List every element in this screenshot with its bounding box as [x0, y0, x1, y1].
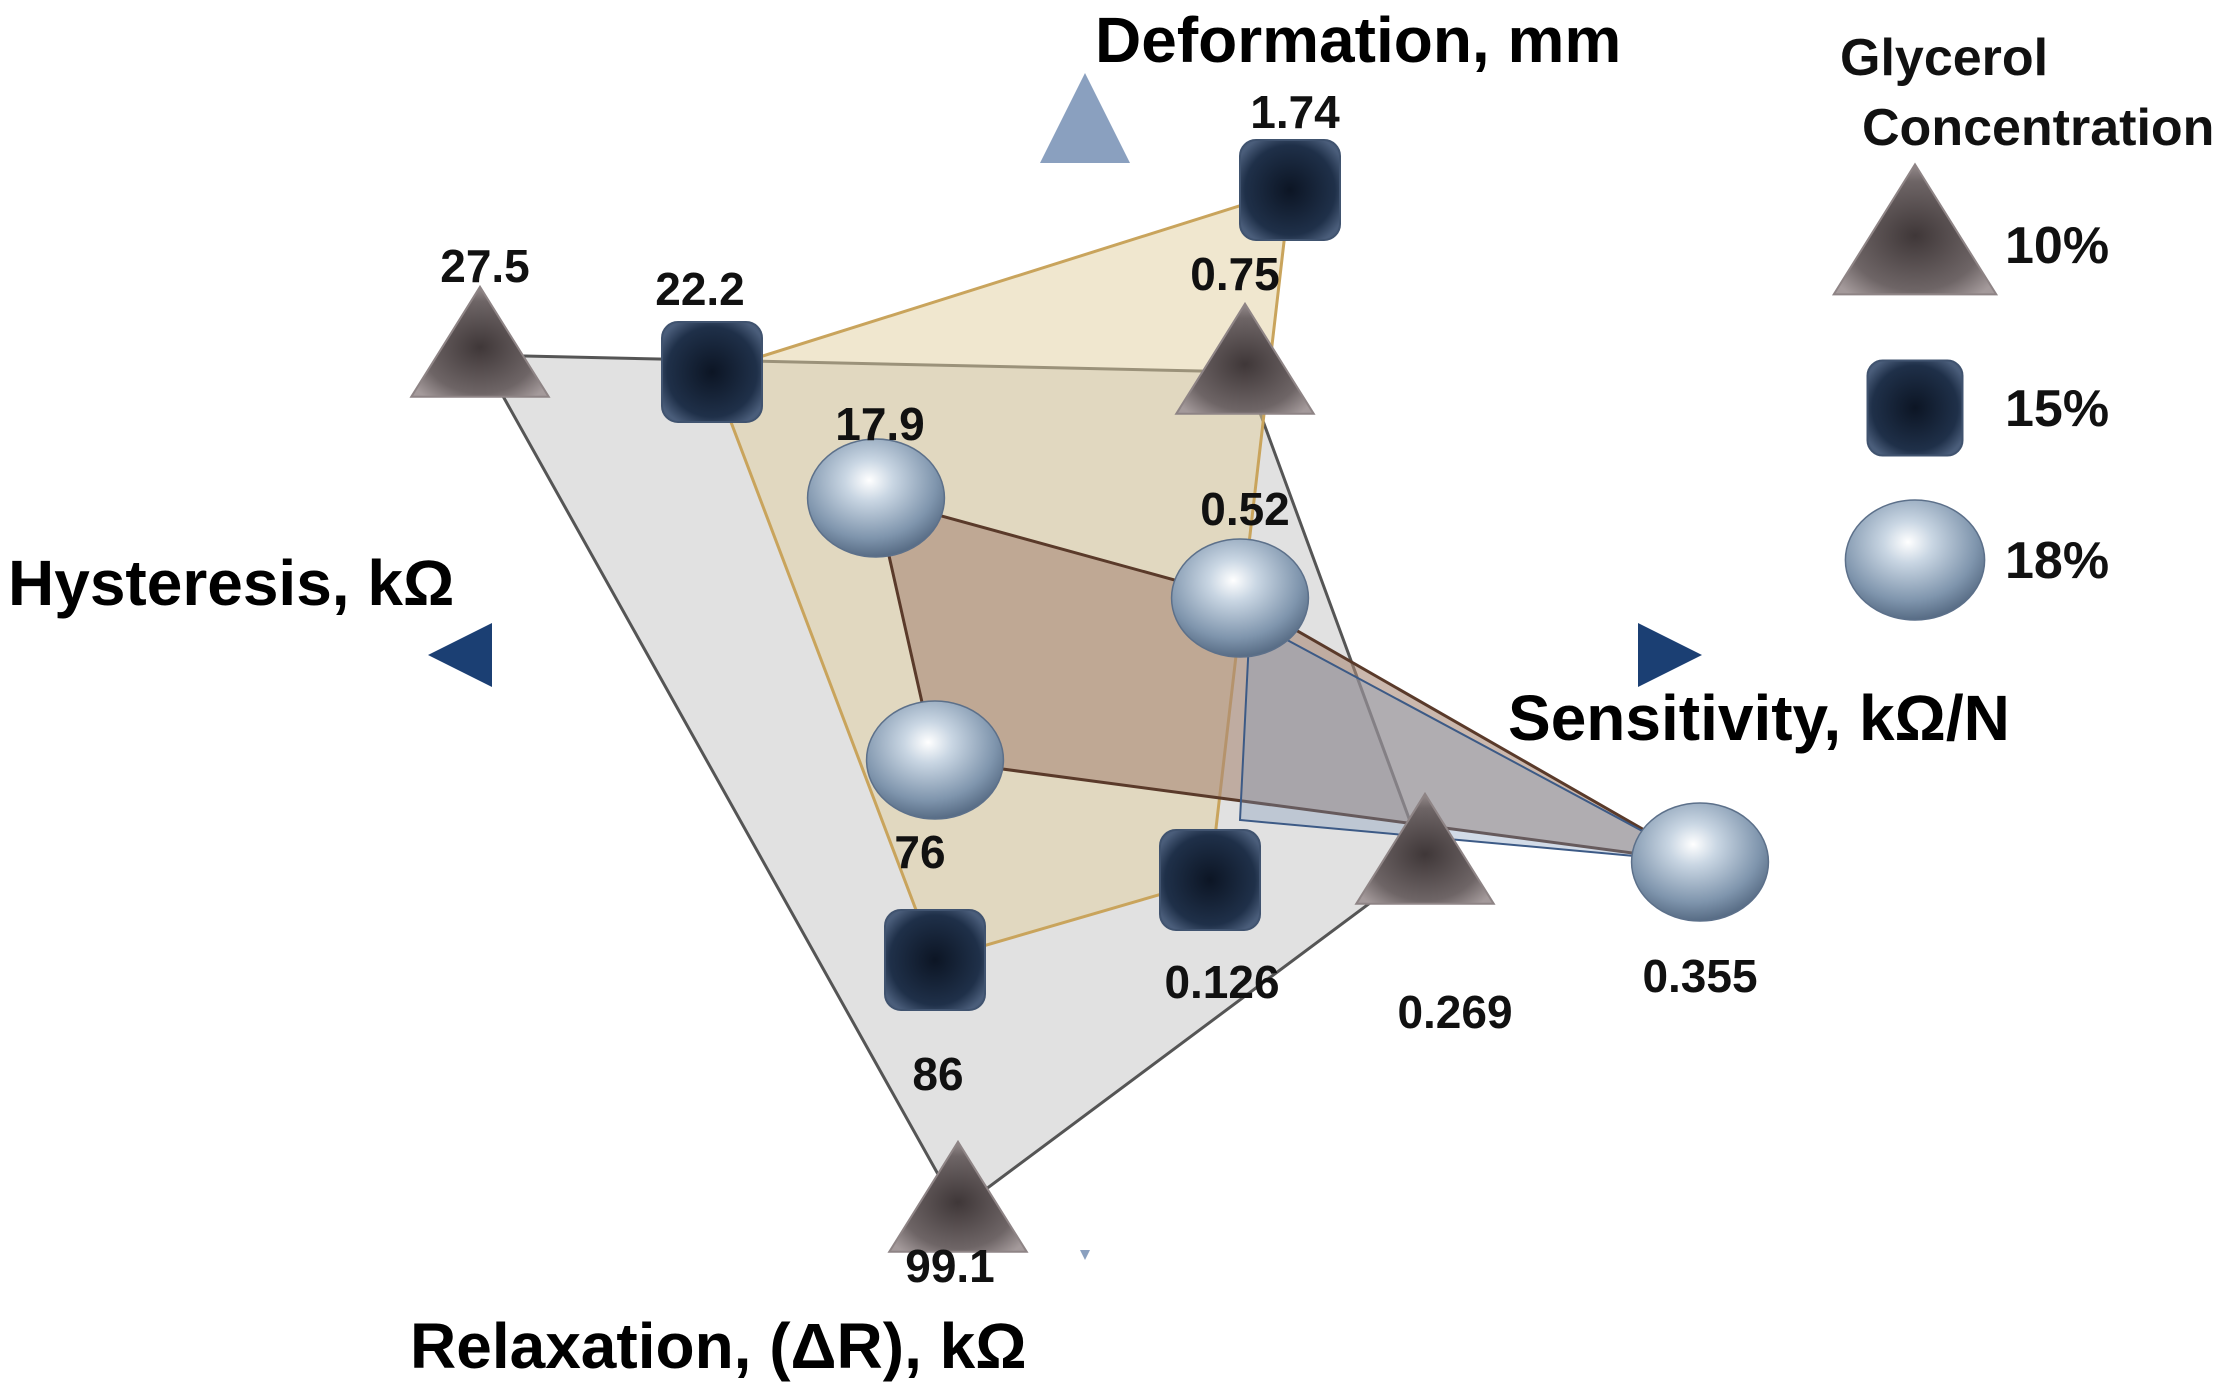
marker-18pct-relaxation — [865, 700, 1005, 820]
axis-title-relaxation: Relaxation, (ΔR), kΩ — [410, 1310, 1027, 1382]
marker-18pct-sensitivity — [1630, 802, 1770, 922]
marker-10pct-relaxation — [887, 1139, 1029, 1253]
value-label-18pct-hysteresis: 17.9 — [835, 398, 925, 450]
value-label-15pct-hysteresis: 22.2 — [655, 263, 745, 315]
marker-15pct-deformation — [1239, 139, 1341, 241]
legend-title-line2: Concentration — [1862, 99, 2214, 157]
axis-title-deformation: Deformation, mm — [1095, 4, 1621, 76]
value-label-15pct-relaxation: 86 — [912, 1048, 963, 1100]
axis-title-sensitivity: Sensitivity, kΩ/N — [1508, 682, 2010, 754]
legend-marker-15pct — [1866, 359, 1964, 457]
value-label-15pct-deformation: 1.74 — [1250, 86, 1340, 138]
marker-10pct-hysteresis — [409, 284, 551, 398]
marker-10pct-deformation — [1174, 301, 1316, 415]
value-label-15pct-sensitivity: 0.126 — [1164, 956, 1279, 1008]
marker-15pct-relaxation — [884, 909, 986, 1011]
legend-marker-10pct — [1831, 162, 1999, 296]
value-label-10pct-sensitivity: 0.269 — [1397, 986, 1512, 1038]
legend-label-15pct: 15% — [2005, 380, 2109, 438]
marker-18pct-deformation — [1170, 538, 1310, 658]
marker-18pct-hysteresis — [806, 438, 946, 558]
legend-marker-18pct — [1844, 499, 1986, 621]
value-labels: 0.75 0.269 99.1 27.5 1.74 0.126 86 22.2 0.52 0.35… — [440, 86, 1757, 1292]
value-label-18pct-deformation: 0.52 — [1200, 483, 1290, 535]
series-polygon-highlight — [1238, 618, 1701, 863]
value-label-10pct-deformation: 0.75 — [1190, 248, 1280, 300]
legend: Glycerol Concentration 10% 15% 18% — [1831, 29, 2214, 621]
legend-items: 10% 15% 18% — [1831, 162, 2109, 621]
axis-title-hysteresis: Hysteresis, kΩ — [8, 547, 454, 619]
value-label-18pct-relaxation: 76 — [894, 826, 945, 878]
value-label-18pct-sensitivity: 0.355 — [1642, 950, 1757, 1002]
series-markers — [409, 139, 1770, 1253]
legend-label-18pct: 18% — [2005, 532, 2109, 590]
legend-label-10pct: 10% — [2005, 217, 2109, 275]
marker-15pct-hysteresis — [661, 321, 763, 423]
value-label-10pct-relaxation: 99.1 — [905, 1240, 995, 1292]
marker-15pct-sensitivity — [1159, 829, 1261, 931]
value-label-10pct-hysteresis: 27.5 — [440, 240, 530, 292]
legend-title-line1: Glycerol — [1840, 29, 2048, 87]
marker-10pct-sensitivity — [1354, 791, 1496, 905]
